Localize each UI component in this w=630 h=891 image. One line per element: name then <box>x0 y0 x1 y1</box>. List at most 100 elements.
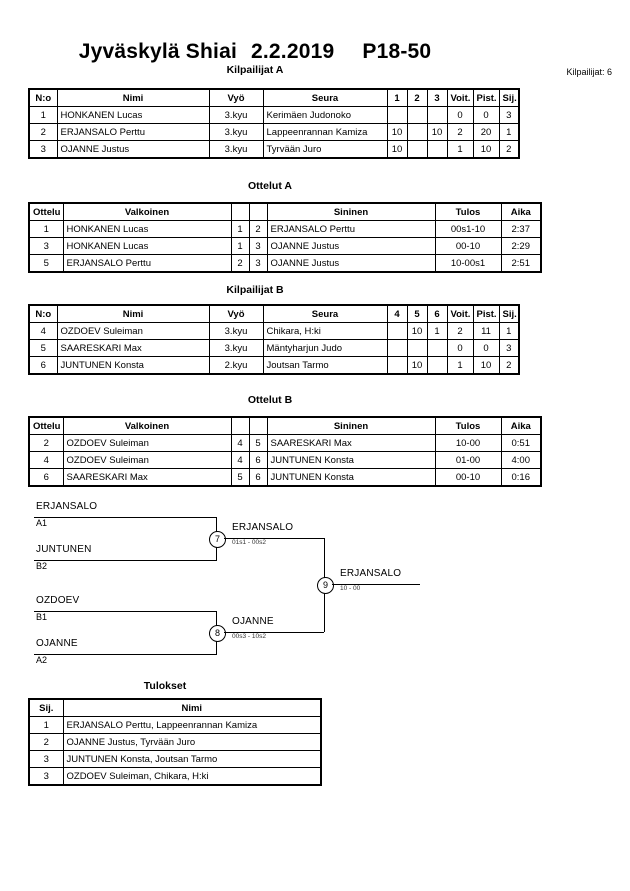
col-blue-no <box>248 202 268 221</box>
bracket-match-node-7: 7 <box>209 531 226 548</box>
bracket-champion-name: ERJANSALO <box>340 568 402 579</box>
col-white-no <box>230 416 250 435</box>
cell-match-no: 2 <box>28 434 64 452</box>
cell-time: 2:51 <box>500 254 542 273</box>
cell-no: 4 <box>28 322 58 340</box>
results-table: Sij. Nimi 1 ERJANSALO Perttu, Lappeenran… <box>28 698 322 786</box>
cell-wins: 0 <box>446 106 474 124</box>
cell-name: JUNTUNEN Konsta, Joutsan Tarmo <box>62 750 322 768</box>
bracket-match-node-8: 8 <box>209 625 226 642</box>
cell-white-no: 4 <box>230 434 250 452</box>
cell-rank: 1 <box>498 123 520 141</box>
table-row: 6 JUNTUNEN Konsta 2.kyu Joutsan Tarmo 10… <box>28 356 520 375</box>
playoff-bracket: ERJANSALO A1 JUNTUNEN B2 7 ERJANSALO 01s… <box>0 495 630 675</box>
matches-a-table: Ottelu Valkoinen Sininen Tulos Aika 1 HO… <box>28 202 542 273</box>
cell-wins: 1 <box>446 356 474 375</box>
cell-white: HONKANEN Lucas <box>62 237 232 255</box>
table-row: 4 OZDOEV Suleiman 3.kyu Chikara, H:ki 10… <box>28 322 520 340</box>
cell-rank: 3 <box>498 106 520 124</box>
cell-white-no: 1 <box>230 220 250 238</box>
bracket-entrant-line <box>34 560 216 561</box>
col-rank: Sij. <box>498 88 520 107</box>
cell-club: Joutsan Tarmo <box>262 356 388 375</box>
bracket-entrant-name: ERJANSALO <box>36 501 98 512</box>
pool-a-table: N:o Nimi Vyö Seura 1 2 3 Voit. Pist. Sij… <box>28 88 520 159</box>
cell-no: 1 <box>28 106 58 124</box>
col-rank: Sij. <box>28 698 64 717</box>
caption-matches-a: Ottelut A <box>248 180 292 192</box>
bracket-entrant-seed: A1 <box>36 518 48 528</box>
bracket-winner-line <box>224 632 324 633</box>
cell-wins: 1 <box>446 140 474 159</box>
cell-blue-no: 6 <box>248 468 268 487</box>
col-score-5: 5 <box>406 304 428 323</box>
col-no: N:o <box>28 304 58 323</box>
cell-blue: OJANNE Justus <box>266 254 436 273</box>
cell-name: OZDOEV Suleiman <box>56 322 210 340</box>
cell-s3 <box>426 106 448 124</box>
bracket-entrant-seed: B1 <box>36 612 48 622</box>
cell-s2 <box>406 106 428 124</box>
cell-club: Mäntyharjun Judo <box>262 339 388 357</box>
col-points: Pist. <box>472 88 500 107</box>
bracket-winner-line <box>224 538 324 539</box>
cell-blue: SAARESKARI Max <box>266 434 436 452</box>
col-name: Nimi <box>56 88 210 107</box>
caption-matches-b: Ottelut B <box>247 394 293 406</box>
col-score-1: 1 <box>386 88 408 107</box>
cell-rank: 2 <box>498 140 520 159</box>
cell-white-no: 5 <box>230 468 250 487</box>
cell-points: 0 <box>472 339 500 357</box>
table-row: 2 OJANNE Justus, Tyrvään Juro <box>28 733 322 751</box>
bracket-entrant-line <box>34 611 216 612</box>
cell-points: 10 <box>472 140 500 159</box>
cell-white-no: 4 <box>230 451 250 469</box>
cell-points: 11 <box>472 322 500 340</box>
col-match-no: Ottelu <box>28 416 64 435</box>
cell-s1: 10 <box>386 123 408 141</box>
cell-s4 <box>386 322 408 340</box>
cell-club: Lappeenrannan Kamiza <box>262 123 388 141</box>
cell-match-no: 1 <box>28 220 64 238</box>
cell-belt: 3.kyu <box>208 322 264 340</box>
cell-result: 01-00 <box>434 451 502 469</box>
cell-white: ERJANSALO Perttu <box>62 254 232 273</box>
cell-points: 0 <box>472 106 500 124</box>
cell-s2 <box>406 123 428 141</box>
cell-time: 2:37 <box>500 220 542 238</box>
matches-b-header-row: Ottelu Valkoinen Sininen Tulos Aika <box>28 416 542 435</box>
cell-white: OZDOEV Suleiman <box>62 451 232 469</box>
cell-result: 00-10 <box>434 237 502 255</box>
bracket-entrant-seed: A2 <box>36 655 48 665</box>
col-points: Pist. <box>472 304 500 323</box>
bracket-winner-name: OJANNE <box>232 616 274 627</box>
col-score-3: 3 <box>426 88 448 107</box>
caption-pool-b: Kilpailijat B <box>226 284 284 296</box>
cell-wins: 0 <box>446 339 474 357</box>
cell-match-no: 5 <box>28 254 64 273</box>
bracket-entrant-line <box>34 517 216 518</box>
cell-rank: 2 <box>498 356 520 375</box>
cell-wins: 2 <box>446 123 474 141</box>
cell-white: SAARESKARI Max <box>62 468 232 487</box>
cell-name: OZDOEV Suleiman, Chikara, H:ki <box>62 767 322 786</box>
cell-match-no: 3 <box>28 237 64 255</box>
bracket-entrant-name: OJANNE <box>36 638 78 649</box>
cell-no: 2 <box>28 123 58 141</box>
cell-time: 0:16 <box>500 468 542 487</box>
bracket-champion-line <box>332 584 420 585</box>
cell-blue-no: 3 <box>248 237 268 255</box>
col-name: Nimi <box>56 304 210 323</box>
event-category: P18-50 <box>362 40 432 63</box>
bracket-entrant-seed: B2 <box>36 561 48 571</box>
col-wins: Voit. <box>446 304 474 323</box>
cell-name: ERJANSALO Perttu <box>56 123 210 141</box>
cell-s6: 1 <box>426 322 448 340</box>
table-row: 2 OZDOEV Suleiman 4 5 SAARESKARI Max 10-… <box>28 434 542 452</box>
cell-s5: 10 <box>406 322 428 340</box>
cell-rank: 3 <box>28 767 64 786</box>
bracket-match-node-9: 9 <box>317 577 334 594</box>
cell-time: 4:00 <box>500 451 542 469</box>
cell-blue: JUNTUNEN Konsta <box>266 451 436 469</box>
